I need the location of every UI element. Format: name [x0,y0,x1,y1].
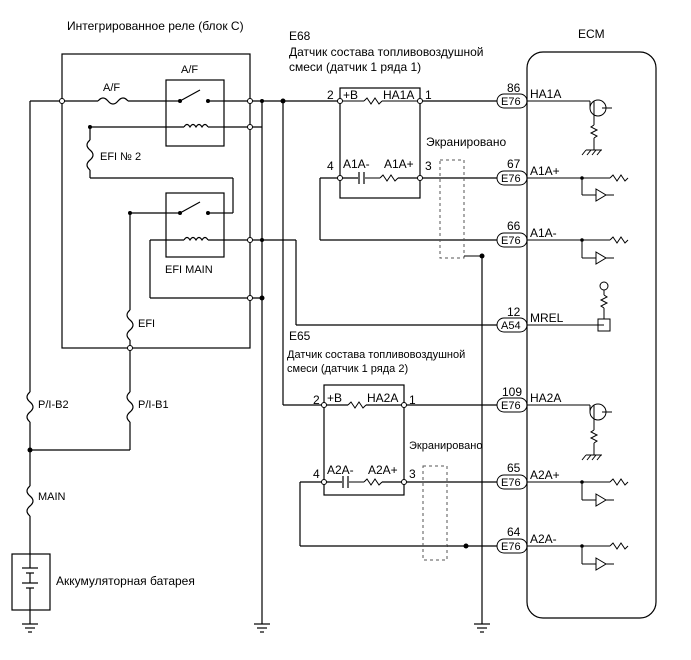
af-fuse [97,97,129,105]
sensor2-pin-b: +B [327,391,342,405]
sensor1-pin-num-3: 3 [425,159,432,173]
ecm-box [526,51,657,619]
relay-block-title: Интегрированное реле (блок C) [67,19,244,33]
ecm-pin-name: A1A+ [530,164,560,178]
ground-icon [254,623,270,633]
af-fuse-label: A/F [103,82,120,94]
ecm-pin-67: 67 E76 A1A+ [496,157,560,186]
ecm-pin-12: 12 A54 MREL [496,305,564,333]
input-buffer-icon [527,236,629,265]
efi-fuse-label: EFI [138,318,155,330]
sensor2-id: E65 [289,329,311,343]
sensor1-pin-am: A1A- [343,157,370,171]
ground-icon [474,623,490,633]
transistor-icon [527,403,612,461]
efi2-fuse-label: EFI № 2 [100,151,141,163]
af-relay-coil [183,123,209,129]
sensor1-id: E68 [289,29,311,43]
sensor2-element [342,476,349,488]
sensor1-pin-ha: HA1A [383,88,414,102]
sensor2-pin-num-3: 3 [409,467,416,481]
sensor1-pin-num-2: 2 [327,88,334,102]
ecm-pin-66: 66 E76 A1A- [496,219,557,248]
sensor2-pin-num-4: 4 [313,467,320,481]
battery-label: Аккумуляторная батарея [56,574,195,588]
sensor1-shield [439,159,465,259]
af-relay-label: A/F [181,64,198,76]
ecm-pin-name: A2A+ [530,468,560,482]
af-relay-box [165,79,225,147]
sensor1-pin-num-4: 4 [327,159,334,173]
ecm-pin-num: 65 [507,461,521,475]
mrel-input-icon [527,281,611,332]
input-buffer-icon [527,478,629,507]
ground-icon [22,623,38,633]
sensor1-shield-label: Экранировано [426,135,506,149]
ecm-pin-109: 109 E76 HA2A [496,385,561,413]
sensor2-shield [422,465,448,561]
input-buffer-icon [527,174,629,202]
ecm-pin-name: HA1A [530,87,561,101]
ecm-pin-64: 64 E76 A2A- [496,525,557,554]
efi-main-relay-coil [183,236,209,242]
sensor2-pin-ap: A2A+ [368,463,398,477]
ecm-pin-name: HA2A [530,391,561,405]
ecm-pin-name: MREL [530,311,564,325]
efi2-fuse [86,139,94,171]
efi-main-relay-box [165,192,225,258]
sensor2-pin-ha: HA2A [367,391,398,405]
ecm-pin-conn: E76 [501,96,521,108]
ecm-pin-86: 86 E76 HA1A [496,81,561,109]
ecm-pin-conn: E76 [501,235,521,247]
ecm-pin-name: A1A- [530,226,557,240]
sensor2-pin-am: A2A- [327,463,354,477]
input-buffer-icon [527,542,629,571]
pib2-fuse-label: P/I-B2 [38,399,69,411]
sensor1-name-line2: смеси (датчик 1 ряда 1) [289,60,421,74]
ecm-pin-num: 12 [507,305,521,319]
ecm-pin-num: 109 [502,385,522,399]
relay-block-box [61,53,251,349]
sensor2-heater [347,401,367,409]
battery-icon [22,554,38,610]
main-fuse-label: MAIN [38,491,66,503]
battery-box [11,553,51,611]
ecm-pin-conn: E76 [501,400,521,412]
sensor2-pin-num-2: 2 [313,393,320,407]
pib1-fuse [126,391,134,423]
sensor2-name-line1: Датчик состава топливовоздушной [287,349,465,361]
sensor2-name-line2: смеси (датчик 1 ряда 2) [287,363,408,375]
ecm-pin-num: 64 [507,525,521,539]
sensor1-pin-ap: A1A+ [384,157,414,171]
ecm-pin-num: 86 [507,81,521,95]
sensor2-box [323,384,405,496]
ecm-pin-conn: A54 [501,320,521,332]
efi-main-relay-label: EFI MAIN [165,264,213,276]
sensor2-pin-num-1: 1 [409,393,416,407]
sensor1-name-line1: Датчик состава топливовоздушной [289,45,483,59]
pib2-fuse [26,391,34,423]
efi-fuse [126,309,134,341]
ecm-pin-65: 65 E76 A2A+ [496,461,560,490]
ecm-title: ECM [578,27,605,41]
ecm-pin-num: 67 [507,157,521,171]
sensor1-heater [363,97,383,105]
sensor1-pin-b: +B [343,88,358,102]
transistor-icon [527,99,612,156]
ecm-pin-num: 66 [507,219,521,233]
main-fuse [26,485,34,517]
ecm-pin-name: A2A- [530,532,557,546]
sensor1-element [358,172,365,184]
ecm-pin-conn: E76 [501,477,521,489]
pib1-fuse-label: P/I-B1 [138,399,169,411]
ecm-pin-conn: E76 [501,541,521,553]
sensor1-pin-num-1: 1 [425,88,432,102]
sensor2-shield-label: Экранировано [409,440,482,452]
sensor1-box [339,87,421,199]
ecm-pin-conn: E76 [501,173,521,185]
